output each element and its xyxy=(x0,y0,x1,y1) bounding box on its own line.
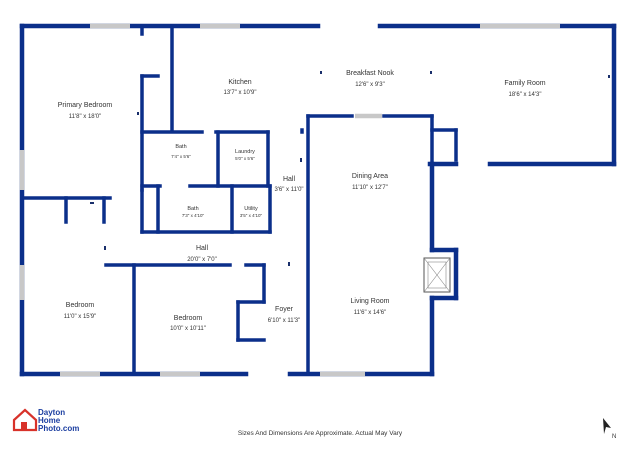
room-name: Kitchen xyxy=(228,79,251,86)
room-dims: 6'10" x 11'3" xyxy=(268,318,300,324)
room-name: Laundry xyxy=(235,149,255,155)
room-name: Hall xyxy=(283,176,296,183)
markers xyxy=(90,71,610,266)
room-name: Utility xyxy=(244,206,258,212)
room-dims: 12'6" x 9'3" xyxy=(355,82,385,88)
room-name: Bedroom xyxy=(174,315,203,322)
room-dims: 3'5" x 4'10" xyxy=(240,213,263,218)
room-dims: 7'3" x 4'10" xyxy=(182,213,205,218)
room-name: Primary Bedroom xyxy=(58,102,113,109)
room-dims: 3'6" x 11'0" xyxy=(274,187,303,193)
room-name: Breakfast Nook xyxy=(346,70,394,77)
house-icon xyxy=(12,408,38,432)
logo-line-3: Photo.com xyxy=(38,424,79,433)
windows xyxy=(19,23,560,377)
north-arrow: N xyxy=(603,418,616,440)
room-name: Foyer xyxy=(275,306,294,313)
room-name: Dining Area xyxy=(352,173,388,180)
interior-walls xyxy=(22,26,458,376)
room-name: Bath xyxy=(187,206,198,212)
logo: Dayton Home Photo.com xyxy=(12,408,79,433)
room-dims: 11'6" x 14'6" xyxy=(354,310,386,316)
north-arrow-icon xyxy=(603,418,611,434)
room-name: Living Room xyxy=(351,298,390,305)
exterior-walls xyxy=(19,23,617,377)
room-dims: 20'0" x 7'0" xyxy=(187,257,217,263)
logo-line-1: Dayton xyxy=(38,408,65,417)
room-name: Bath xyxy=(175,144,186,150)
room-labels: Primary Bedroom 11'8" x 18'0" Kitchen 13… xyxy=(58,70,546,332)
room-dims: 10'0" x 10'11" xyxy=(170,326,206,332)
logo-line-2: Home xyxy=(38,416,61,425)
room-name: Family Room xyxy=(504,80,545,87)
fireplace xyxy=(423,257,451,293)
room-dims: 7'4" x 5'6" xyxy=(171,154,191,159)
room-dims: 11'0" x 15'9" xyxy=(64,314,96,320)
room-dims: 5'0" x 5'6" xyxy=(235,156,255,161)
room-name: Hall xyxy=(196,245,209,252)
room-dims: 18'6" x 14'3" xyxy=(509,92,542,98)
room-dims: 13'7" x 10'9" xyxy=(224,90,257,96)
room-dims: 11'10" x 12'7" xyxy=(352,185,388,191)
north-label: N xyxy=(612,434,616,440)
room-dims: 11'8" x 18'0" xyxy=(69,114,101,120)
disclaimer: Sizes And Dimensions Are Approximate. Ac… xyxy=(237,430,403,437)
room-name: Bedroom xyxy=(66,302,95,309)
